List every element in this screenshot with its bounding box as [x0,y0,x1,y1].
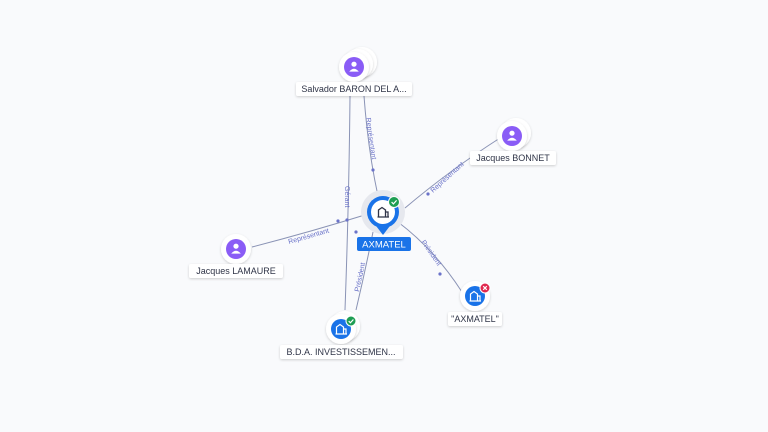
map-pin-tip [376,226,390,235]
node-bonnet[interactable]: Jacques BONNET [470,118,556,165]
edge-arrow [438,272,442,276]
edge-label-salvador-representant: Représentant [364,117,377,160]
edge-axmatel2-president [397,221,463,293]
node-label-box [448,312,502,326]
building-icon [331,319,351,339]
person-icon [502,126,522,146]
edge-arrow [354,230,358,234]
node-label-salvador: Salvador BARON DEL A... [301,84,406,94]
edge-bonnet-representant [404,137,501,209]
active-badge-icon [345,315,357,327]
edge-label-lamaure-representant: Représentant [288,228,330,246]
node-salvador[interactable]: Salvador BARON DEL A... [296,47,412,96]
edge-label-bda-president: Président [354,262,367,292]
edge-lamaure-representant [251,213,369,248]
edge-arrow [345,218,349,222]
edges [251,95,501,311]
closed-badge-icon [479,282,491,294]
node-label-lamaure: Jacques LAMAURE [196,266,276,276]
center-label: AXMATEL [362,240,406,251]
node-label-bonnet: Jacques BONNET [476,153,550,163]
node-label-box [470,151,556,165]
edge-label-axmatel2-president: Président [419,239,442,267]
node-label-bda: B.D.A. INVESTISSEMEN... [286,347,395,357]
edge-arrow [426,192,430,196]
node-center-axmatel[interactable]: AXMATEL [357,190,411,251]
active-badge-icon [388,196,400,208]
building-icon [465,286,485,306]
edge-arrow [336,219,340,223]
node-label-axmatel-closed: "AXMATEL" [451,314,499,324]
center-pin-inner [371,200,395,224]
person-icon [226,239,246,259]
center-label-box [357,237,411,251]
node-label-box [280,345,403,359]
node-axmatel-closed[interactable]: "AXMATEL" [448,281,502,326]
edge-salvador-gerant [344,95,351,311]
edge-arrow [371,168,375,172]
node-lamaure[interactable]: Jacques LAMAURE [189,234,283,278]
node-label-box [189,264,283,278]
edge-label-salvador-gerant: Gérant [343,186,350,207]
building-icon [377,206,389,218]
edge-salvador-representant [363,95,379,197]
edge-label-bonnet-representant: Représentant [430,161,466,194]
person-icon [344,57,364,77]
node-label-box [296,82,412,96]
node-bda[interactable]: B.D.A. INVESTISSEMEN... [280,311,403,359]
